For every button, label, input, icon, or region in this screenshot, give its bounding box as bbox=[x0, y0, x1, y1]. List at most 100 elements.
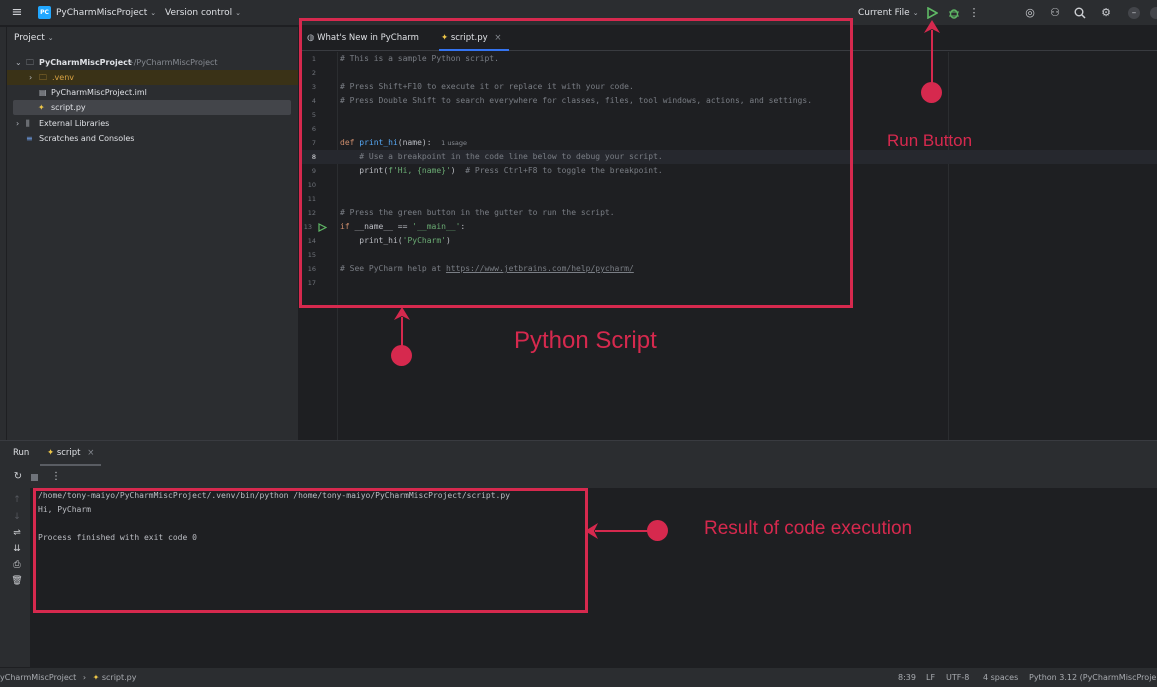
hamburger-menu-icon[interactable]: ≡ bbox=[11, 5, 23, 20]
tree-item-script[interactable]: ✦ script.py bbox=[13, 100, 291, 115]
usage-hint[interactable]: 1 usage bbox=[441, 139, 467, 147]
python-file-icon: ✦ bbox=[47, 448, 55, 458]
line-separator[interactable]: LF bbox=[926, 673, 936, 682]
tab-run-script[interactable]: ✦ script × bbox=[40, 441, 101, 466]
run-config-selector[interactable]: Current File⌄ bbox=[858, 8, 919, 18]
maximize-icon[interactable] bbox=[1150, 7, 1157, 19]
output-line: /home/tony-maiyo/PyCharmMiscProject/.ven… bbox=[38, 491, 511, 500]
annotation-line bbox=[595, 530, 650, 532]
run-panel-header: Run ✦ script × bbox=[0, 441, 1157, 466]
annotation-line bbox=[931, 30, 933, 85]
debug-bug-icon[interactable] bbox=[948, 7, 960, 19]
indent-setting[interactable]: 4 spaces bbox=[983, 673, 1019, 682]
library-icon: ⫼ bbox=[26, 119, 30, 128]
annotation-dot bbox=[921, 82, 942, 103]
output-line: Process finished with exit code 0 bbox=[38, 533, 197, 542]
soft-wrap-icon[interactable]: ⇌ bbox=[13, 528, 21, 538]
project-panel: Project⌄ ⌄ 🗀 PyCharmMiscProject ~/PyChar… bbox=[7, 27, 298, 440]
search-icon[interactable] bbox=[1074, 7, 1086, 19]
more-vertical-icon[interactable]: ⋮ bbox=[968, 6, 980, 19]
arrow-up-icon[interactable]: ↑ bbox=[13, 495, 21, 505]
title-bar: ≡ PC PyCharmMiscProject⌄ Version control… bbox=[0, 0, 1157, 26]
chevron-down-icon: ⌄ bbox=[47, 34, 54, 42]
tree-item-scratches[interactable]: ≡ Scratches and Consoles bbox=[7, 131, 298, 146]
tree-item-iml[interactable]: ▤ PyCharmMiscProject.iml bbox=[7, 85, 298, 100]
more-vertical-icon[interactable]: ⋮ bbox=[51, 471, 61, 482]
annotation-dot bbox=[391, 345, 412, 366]
result-label: Result of code execution bbox=[704, 518, 913, 539]
close-icon[interactable]: × bbox=[87, 448, 95, 458]
file-encoding[interactable]: UTF-8 bbox=[946, 673, 970, 682]
code-line-14[interactable]: print_hi('PyCharm') bbox=[340, 236, 451, 245]
status-bar: yCharmMiscProject › ✦ script.py 8:39 LF … bbox=[0, 667, 1157, 687]
chevron-right-icon: › bbox=[82, 673, 87, 682]
output-line: Hi, PyCharm bbox=[38, 505, 91, 514]
code-line-13[interactable]: if __name__ == '__main__': bbox=[340, 222, 466, 231]
code-line-9[interactable]: print(f'Hi, {name}') # Press Ctrl+F8 to … bbox=[340, 166, 663, 175]
code-line-1[interactable]: # This is a sample Python script. bbox=[340, 54, 499, 63]
code-line-7[interactable]: def print_hi(name): 1 usage bbox=[340, 138, 467, 147]
rerun-icon[interactable]: ↻ bbox=[13, 471, 23, 482]
scratches-icon: ≡ bbox=[26, 134, 33, 143]
help-link[interactable]: https://www.jetbrains.com/help/pycharm/ bbox=[445, 264, 634, 273]
minimize-icon[interactable]: – bbox=[1128, 7, 1140, 19]
project-panel-title[interactable]: Project⌄ bbox=[14, 33, 54, 43]
run-button-icon[interactable] bbox=[927, 7, 938, 19]
chevron-down-icon[interactable]: ⌄ bbox=[15, 58, 22, 67]
code-line-16[interactable]: # See PyCharm help at https://www.jetbra… bbox=[340, 264, 634, 273]
current-line-highlight bbox=[300, 150, 1157, 164]
python-script-label: Python Script bbox=[514, 327, 657, 354]
close-icon[interactable]: × bbox=[494, 33, 502, 43]
breadcrumb[interactable]: yCharmMiscProject › ✦ script.py bbox=[0, 673, 137, 682]
python-interpreter[interactable]: Python 3.12 (PyCharmMiscProje bbox=[1029, 673, 1157, 682]
chevron-down-icon: ⌄ bbox=[235, 9, 242, 17]
annotation-line bbox=[401, 317, 403, 347]
right-margin-guide bbox=[948, 52, 949, 440]
code-line-8[interactable]: # Use a breakpoint in the code line belo… bbox=[340, 152, 663, 161]
chevron-right-icon[interactable]: › bbox=[29, 73, 33, 82]
gear-icon[interactable]: ⚙ bbox=[1101, 6, 1111, 19]
run-button-label: Run Button bbox=[887, 131, 973, 150]
python-file-icon: ✦ bbox=[441, 33, 449, 43]
chevron-down-icon: ⌄ bbox=[912, 9, 919, 17]
trash-icon[interactable]: 🗑 bbox=[11, 576, 23, 586]
folder-icon: 🗀 bbox=[26, 58, 34, 67]
run-side-toolbar: ↑ ↓ ⇌ ⇊ ⎙ 🗑 bbox=[0, 488, 30, 667]
tree-item-venv[interactable]: › 🗀 .venv bbox=[7, 70, 298, 85]
print-icon[interactable]: ⎙ bbox=[13, 560, 21, 570]
left-tool-strip bbox=[0, 27, 7, 440]
arrow-down-icon[interactable]: ↓ bbox=[13, 512, 21, 522]
tree-item-external-libraries[interactable]: › ⫼ External Libraries bbox=[7, 116, 298, 131]
editor-tabs-bar: ◍ What's New in PyCharm ✦ script.py × bbox=[299, 27, 1157, 51]
run-panel-title: Run bbox=[13, 448, 30, 458]
code-line-4[interactable]: # Press Double Shift to search everywher… bbox=[340, 96, 813, 105]
python-file-icon: ✦ bbox=[92, 673, 100, 682]
add-user-icon[interactable]: ⚇ bbox=[1050, 6, 1060, 19]
arrow-left-annotation bbox=[585, 523, 598, 539]
tab-script-py[interactable]: ✦ script.py × bbox=[439, 27, 509, 51]
arrow-up-annotation bbox=[394, 307, 410, 320]
python-file-icon: ✦ bbox=[38, 103, 45, 112]
tab-whats-new[interactable]: ◍ What's New in PyCharm bbox=[307, 33, 419, 43]
result-highlight-box bbox=[33, 488, 588, 613]
pycharm-logo: PC bbox=[38, 6, 51, 19]
gutter-run-icon[interactable] bbox=[318, 223, 327, 232]
chevron-right-icon[interactable]: › bbox=[16, 119, 20, 128]
python-script-highlight-box bbox=[299, 18, 853, 308]
caret-position[interactable]: 8:39 bbox=[898, 673, 916, 682]
folder-icon: 🗀 bbox=[39, 73, 47, 82]
run-toolbar: ↻ ⋮ bbox=[0, 466, 1157, 488]
code-line-12[interactable]: # Press the green button in the gutter t… bbox=[340, 208, 615, 217]
project-switcher[interactable]: PyCharmMiscProject⌄ bbox=[56, 8, 157, 18]
stop-icon[interactable] bbox=[31, 474, 38, 481]
globe-icon: ◍ bbox=[307, 33, 315, 43]
ai-assistant-icon[interactable]: ◎ bbox=[1025, 6, 1035, 19]
scroll-to-end-icon[interactable]: ⇊ bbox=[13, 544, 21, 554]
chevron-down-icon: ⌄ bbox=[150, 9, 157, 17]
tree-item-root[interactable]: ⌄ 🗀 PyCharmMiscProject ~/PyCharmMiscProj… bbox=[7, 55, 298, 70]
code-line-3[interactable]: # Press Shift+F10 to execute it or repla… bbox=[340, 82, 634, 91]
version-control-menu[interactable]: Version control⌄ bbox=[165, 8, 242, 18]
gutter-divider bbox=[337, 52, 338, 440]
code-editor[interactable] bbox=[299, 27, 1157, 440]
file-icon: ▤ bbox=[39, 88, 47, 97]
